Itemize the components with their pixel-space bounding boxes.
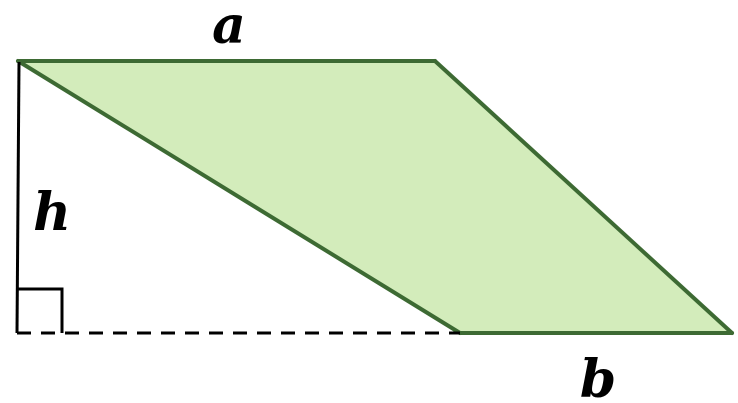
right-angle-marker [18,287,64,333]
label-b: b [580,349,616,403]
label-h: h [33,182,71,243]
shaded-region [18,61,732,333]
height-line [15,61,21,334]
diagonal-edge [16,59,462,335]
right-slanted-edge [433,59,734,335]
label-a: a [212,0,246,56]
